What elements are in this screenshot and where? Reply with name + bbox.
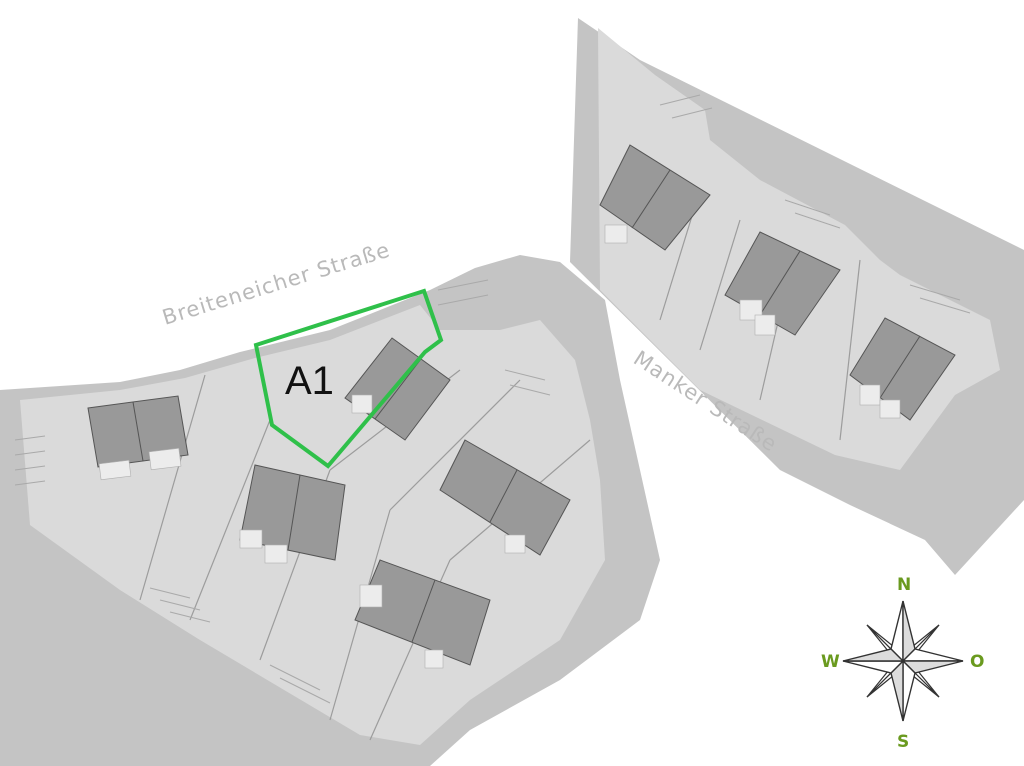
house-4 <box>439 439 571 556</box>
compass-east-label: O <box>970 652 984 672</box>
terraces <box>98 394 526 669</box>
left-site-area: A1 Breiteneicher Straße <box>0 238 660 766</box>
houses-left <box>87 337 571 666</box>
plot-a1-outline[interactable] <box>253 288 444 469</box>
street-label-breiteneicher: Breiteneicher Straße <box>159 238 393 330</box>
compass-north-label: N <box>897 575 911 595</box>
plot-a1-label: A1 <box>285 359 334 403</box>
house-3 <box>239 464 346 561</box>
right-terraces <box>604 224 901 419</box>
parking-stripes <box>14 279 551 704</box>
right-site-area: Manker Straße <box>570 18 1024 575</box>
compass-west-label: W <box>821 652 840 672</box>
compass-south-label: S <box>897 732 909 752</box>
house-6 <box>599 144 711 251</box>
right-parking-stripes <box>659 94 971 314</box>
compass-cardinal-points <box>842 600 964 722</box>
compass-rose: N S W O <box>821 575 984 752</box>
